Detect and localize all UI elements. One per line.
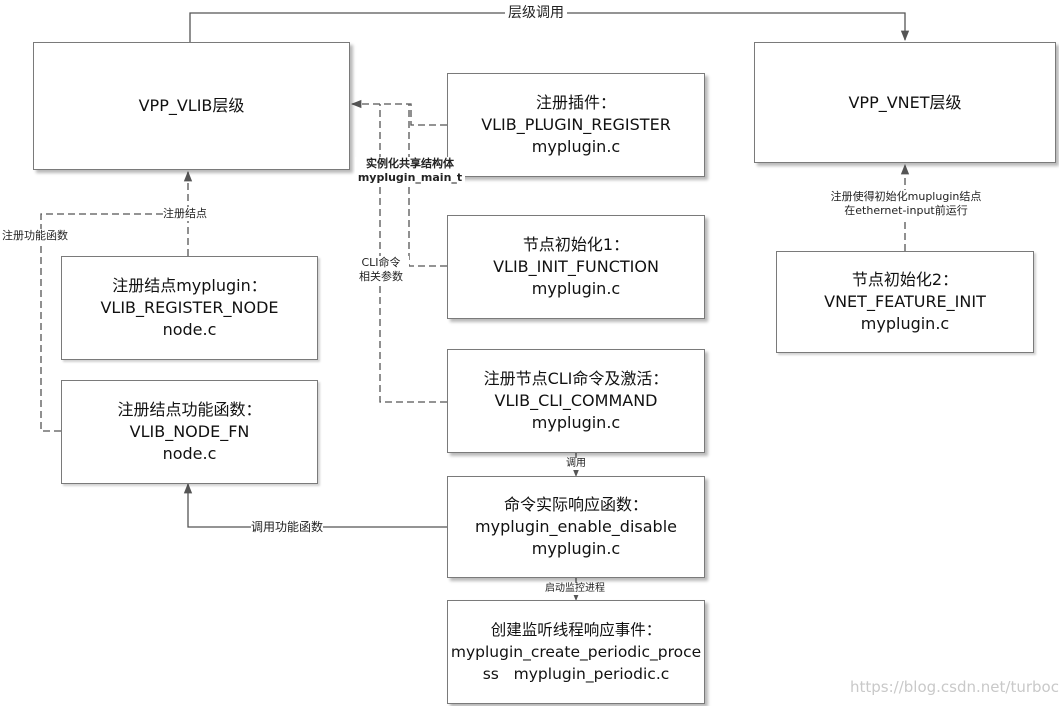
cli-command-box: 注册节点CLI命令及激活： VLIB_CLI_COMMAND myplugin.… (447, 349, 705, 453)
periodic-process-line-1: 创建监听线程响应事件： (490, 621, 662, 639)
plugin-register-arrow (350, 99, 447, 126)
watermark: https://blog.csdn.net/turbock (850, 678, 1059, 696)
response-function-line-3: myplugin.c (531, 539, 621, 558)
cli-params-arrow (379, 104, 447, 403)
response-function-line-2: myplugin_enable_disable (475, 517, 677, 536)
feature-label: 注册使得初始化muplugin结点 在ethernet-input前运行 (806, 190, 1006, 218)
shared-struct-line-2: myplugin_main_t (357, 171, 463, 184)
periodic-process-line-3: ss myplugin_periodic.c (482, 665, 670, 683)
node-init-2-box: 节点初始化2： VNET_FEATURE_INIT myplugin.c (776, 251, 1034, 353)
cli-params-line-1: CLI命令 (361, 256, 401, 269)
call-label: 调用 (566, 458, 586, 470)
register-plugin-box: 注册插件： VLIB_PLUGIN_REGISTER myplugin.c (447, 73, 705, 177)
response-function-line-1: 命令实际响应函数： (503, 495, 648, 514)
cli-command-line-1: 注册节点CLI命令及激活： (483, 369, 669, 388)
cli-command-line-3: myplugin.c (531, 413, 621, 432)
register-plugin-line-2: VLIB_PLUGIN_REGISTER (481, 115, 671, 134)
node-function-line-2: VLIB_NODE_FN (129, 422, 250, 441)
register-function-arrow (40, 213, 188, 432)
response-function-box: 命令实际响应函数： myplugin_enable_disable myplug… (447, 476, 705, 578)
node-init-1-line-3: myplugin.c (531, 279, 621, 298)
feature-line-2: 在ethernet-input前运行 (844, 204, 968, 217)
register-node-line-1: 注册结点myplugin： (112, 276, 267, 295)
register-node-label: 注册结点 (163, 207, 207, 221)
node-init-2-line-2: VNET_FEATURE_INIT (824, 292, 986, 311)
call-function-label: 调用功能函数 (251, 520, 324, 534)
node-function-box: 注册结点功能函数： VLIB_NODE_FN node.c (61, 380, 318, 484)
register-function-label: 注册功能函数 (2, 229, 68, 243)
node-init-1-line-1: 节点初始化1： (522, 235, 630, 254)
shared-struct-line-1: 实例化共享结构体 (366, 157, 454, 170)
node-init-arrow (408, 104, 447, 267)
feature-line-1: 注册使得初始化muplugin结点 (830, 190, 982, 203)
cli-params-line-2: 相关参数 (359, 270, 403, 283)
node-init-1-box: 节点初始化1： VLIB_INIT_FUNCTION myplugin.c (447, 215, 705, 319)
periodic-process-box: 创建监听线程响应事件： myplugin_create_periodic_pro… (447, 600, 705, 704)
shared-struct-label: 实例化共享结构体 myplugin_main_t (355, 157, 465, 185)
node-function-line-1: 注册结点功能函数： (117, 400, 262, 419)
vlib-layer-box: VPP_VLIB层级 (33, 42, 350, 170)
node-init-2-line-1: 节点初始化2： (851, 270, 959, 289)
node-function-line-3: node.c (162, 444, 217, 463)
register-plugin-line-1: 注册插件： (535, 93, 616, 112)
register-node-box: 注册结点myplugin： VLIB_REGISTER_NODE node.c (61, 256, 318, 360)
vnet-layer-box: VPP_VNET层级 (754, 42, 1056, 163)
register-node-line-2: VLIB_REGISTER_NODE (100, 298, 279, 317)
cli-params-label: CLI命令 相关参数 (353, 256, 409, 284)
cli-command-line-2: VLIB_CLI_COMMAND (494, 391, 658, 410)
register-node-line-3: node.c (162, 320, 217, 339)
node-init-1-line-2: VLIB_INIT_FUNCTION (493, 257, 659, 276)
start-monitor-label: 启动监控进程 (545, 583, 605, 595)
periodic-process-line-2: myplugin_create_periodic_proce (450, 643, 702, 661)
node-init-2-line-3: myplugin.c (860, 314, 950, 333)
register-plugin-line-3: myplugin.c (531, 137, 621, 156)
vnet-layer-title: VPP_VNET层级 (848, 92, 962, 112)
layer-call-label: 层级调用 (505, 4, 567, 22)
call-function-arrow (183, 482, 447, 528)
vlib-layer-title: VPP_VLIB层级 (138, 96, 245, 115)
